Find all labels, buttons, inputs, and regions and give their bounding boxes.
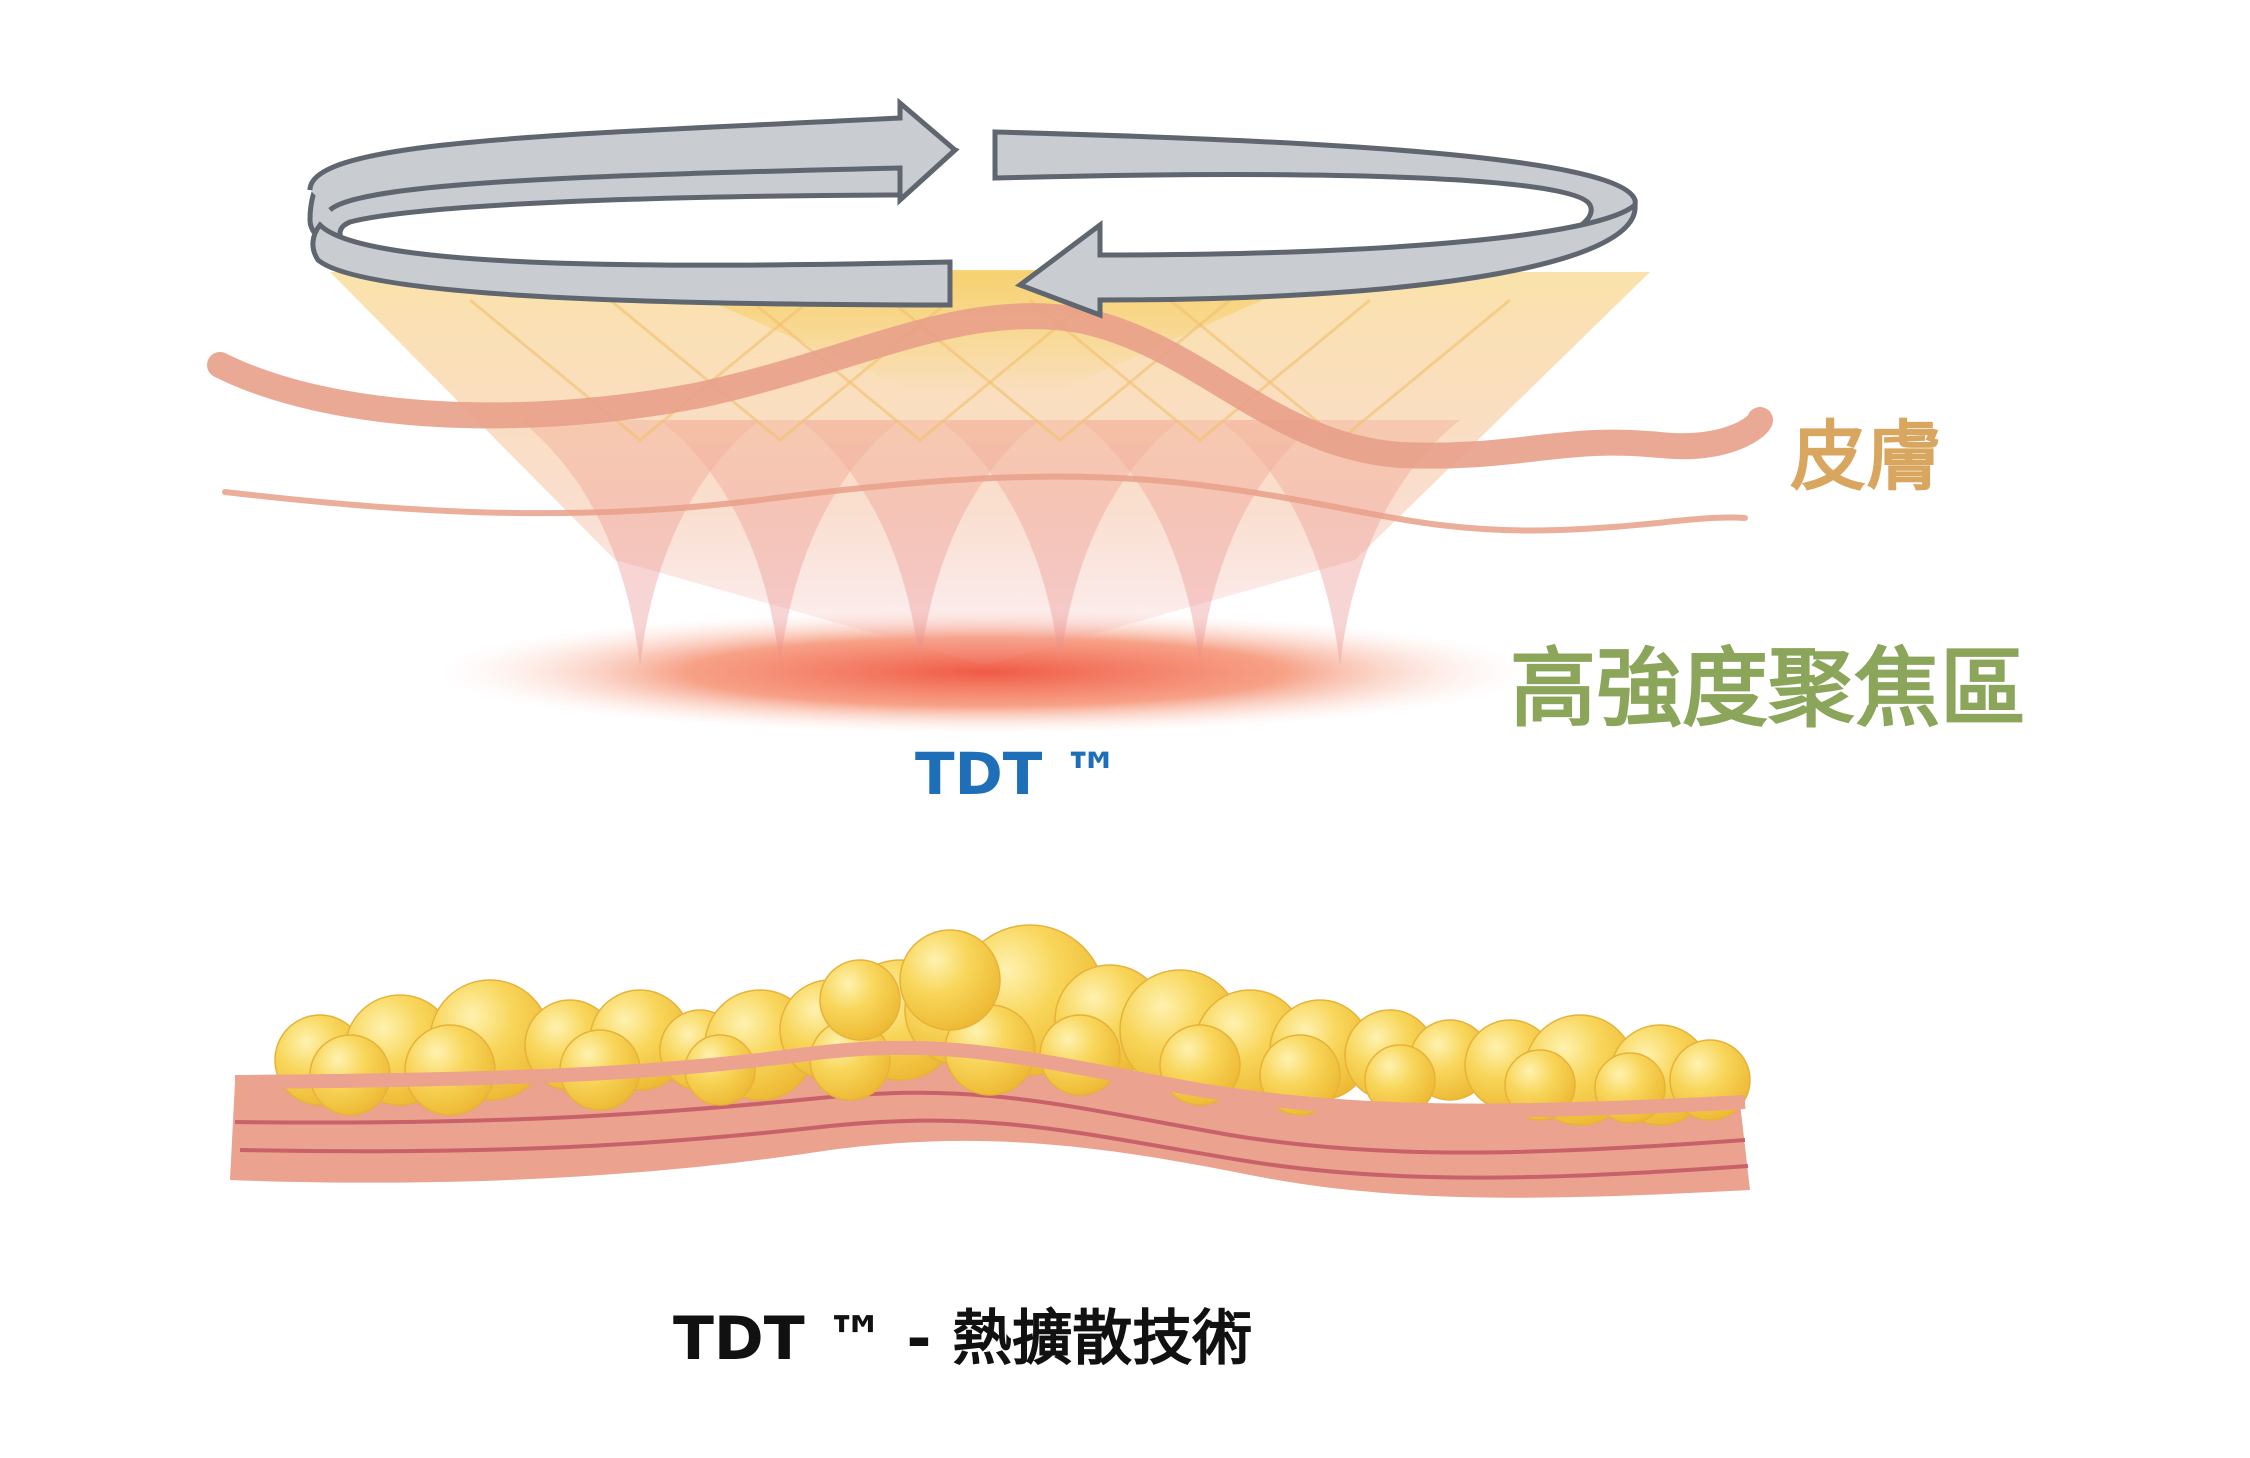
tdt-label: TDT ™ [915, 740, 1121, 808]
fat-cell [404, 1024, 496, 1116]
energy-beam [940, 420, 1180, 665]
focus-zone-label: 高強度聚焦區 [1510, 639, 2026, 739]
skin-line-upper [207, 303, 1773, 469]
fat-cell [1039, 1014, 1121, 1096]
rotation-arrows-icon [307, 97, 1638, 319]
tissue-line-1 [234, 1090, 1746, 1155]
heat-zone [440, 610, 1530, 734]
energy-beam-edge [469, 298, 811, 442]
tissue-top-edge [234, 1040, 1746, 1118]
energy-beam [660, 420, 900, 665]
fat-cell [819, 959, 901, 1041]
skin-line-lower [222, 473, 1748, 534]
energy-beam [1220, 420, 1460, 665]
fat-cell [899, 929, 1001, 1031]
tissue-line-2 [239, 1118, 1749, 1180]
energy-beam-edge [1029, 298, 1371, 442]
fat-cell [1504, 1049, 1576, 1121]
energy-beam [520, 420, 760, 665]
skin-label: 皮膚 [1790, 412, 1942, 501]
energy-beam-edge [749, 298, 1091, 442]
caption: TDT ™ - 熱擴散技術 [673, 1304, 1253, 1374]
